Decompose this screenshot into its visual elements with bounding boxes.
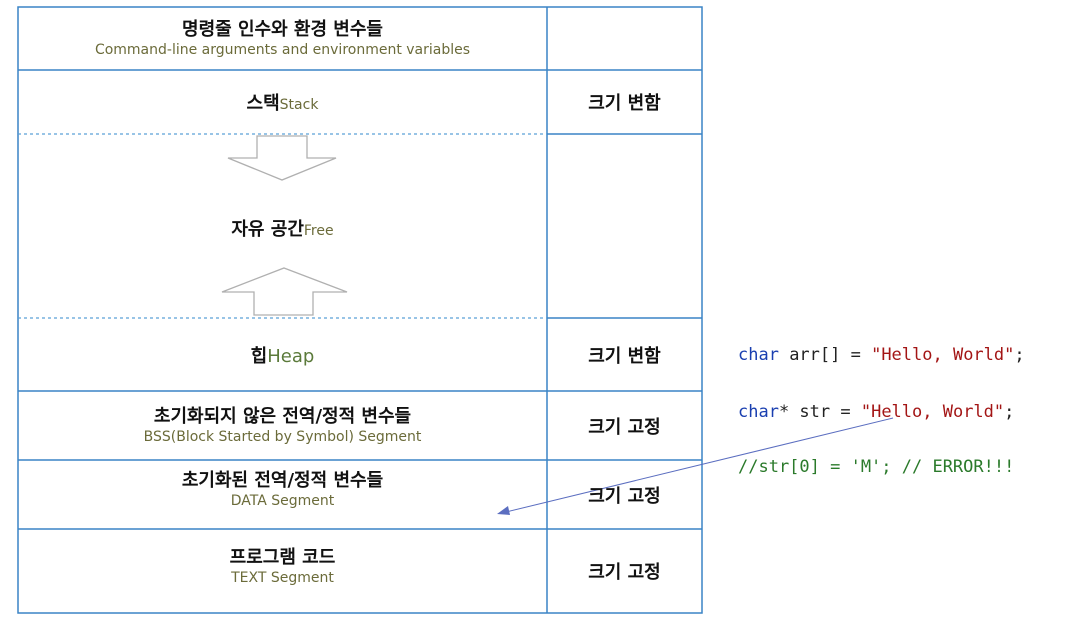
segment-stack: 스택Stack bbox=[18, 70, 547, 134]
segment-bss-size: 크기 고정 bbox=[588, 416, 661, 438]
segment-stack-ko: 스택 bbox=[246, 93, 280, 114]
segment-text-en: TEXT Segment bbox=[231, 570, 334, 586]
segment-heap-en: Heap bbox=[267, 345, 315, 367]
segment-args-ko: 명령줄 인수와 환경 변수들 bbox=[182, 19, 383, 40]
segment-free: 자유 공간Free bbox=[18, 208, 547, 248]
stack-growth-down-arrow bbox=[227, 135, 337, 181]
segment-text: 프로그램 코드 TEXT Segment bbox=[18, 529, 547, 613]
segment-args-en: Command-line arguments and environment v… bbox=[94, 42, 471, 58]
heap-growth-up-arrow bbox=[221, 267, 348, 316]
segment-heap-size: 크기 변함 bbox=[588, 345, 661, 367]
segment-bss-ko: 초기화되지 않은 전역/정적 변수들 bbox=[153, 406, 412, 427]
segment-data: 초기화된 전역/정적 변수들 DATA Segment bbox=[18, 460, 547, 529]
code-line-arr: char arr[] = "Hello, World"; bbox=[738, 345, 1025, 365]
pointer-arrow-line bbox=[505, 417, 894, 513]
segment-text-ko: 프로그램 코드 bbox=[229, 547, 336, 568]
code-line-comment: //str[0] = 'M'; // ERROR!!! bbox=[738, 457, 1015, 477]
segment-args: 명령줄 인수와 환경 변수들 Command-line arguments an… bbox=[18, 7, 547, 70]
segment-bss-en: BSS(Block Started by Symbol) Segment bbox=[143, 429, 422, 445]
segment-args-size bbox=[547, 7, 702, 70]
code-line-str: char* str = "Hello, World"; bbox=[738, 402, 1015, 422]
segment-free-ko: 자유 공간 bbox=[231, 219, 304, 240]
segment-free-en: Free bbox=[303, 223, 334, 239]
segment-text-size: 크기 고정 bbox=[588, 562, 661, 583]
segment-data-en: DATA Segment bbox=[230, 493, 335, 509]
segment-bss: 초기화되지 않은 전역/정적 변수들 BSS(Block Started by … bbox=[18, 391, 547, 460]
segment-stack-size: 크기 변함 bbox=[588, 93, 661, 114]
segment-data-size: 크기 고정 bbox=[588, 485, 661, 507]
segment-stack-en: Stack bbox=[279, 97, 319, 113]
pointer-arrowhead bbox=[497, 506, 510, 515]
segment-data-ko: 초기화된 전역/정적 변수들 bbox=[181, 470, 384, 491]
segment-heap-ko: 힙 bbox=[250, 345, 268, 367]
segment-heap: 힙Heap bbox=[18, 318, 547, 391]
segment-free-size bbox=[547, 134, 702, 318]
